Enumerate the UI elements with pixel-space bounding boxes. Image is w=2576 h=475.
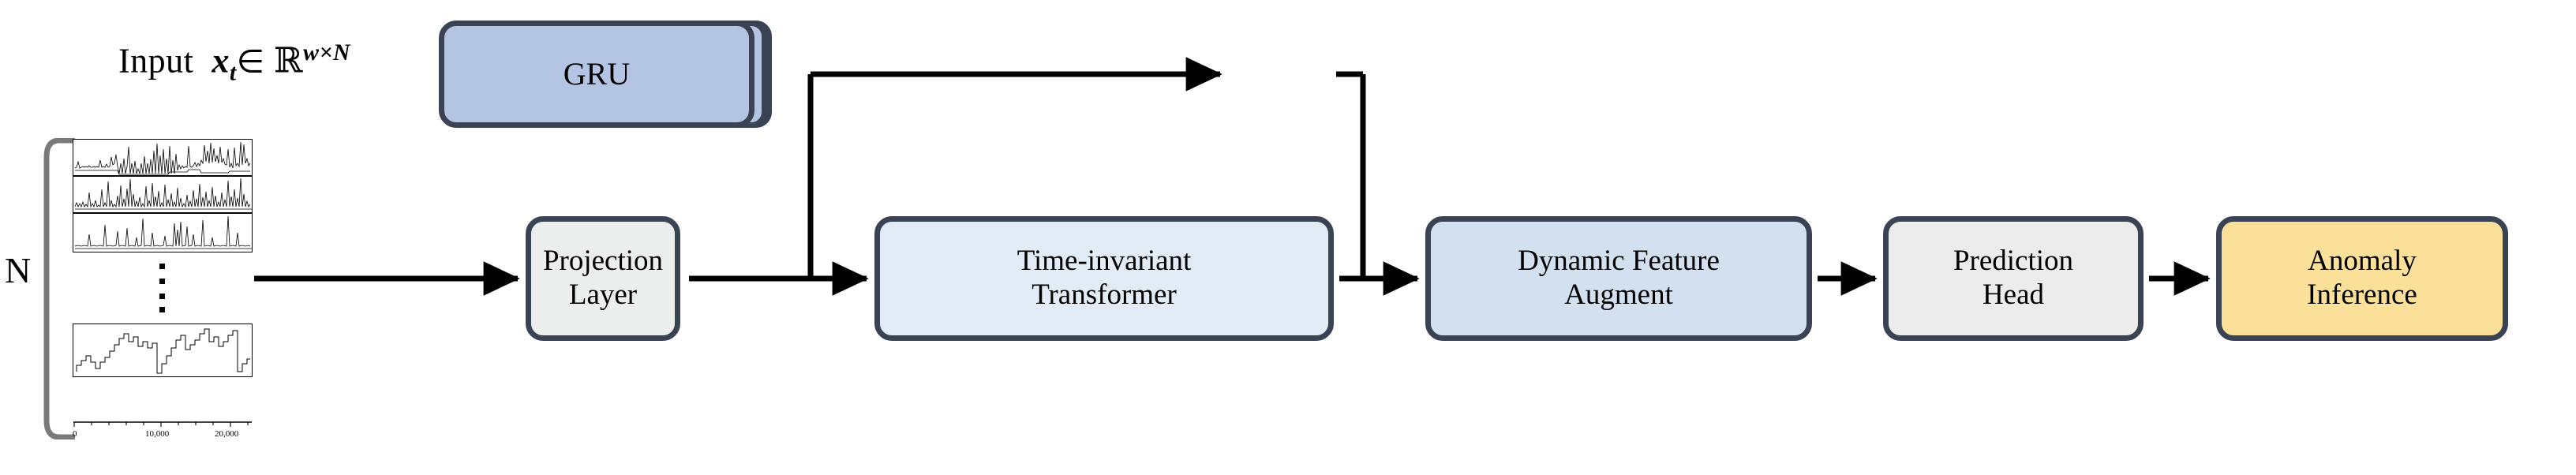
node-dynamic-feature-augment[interactable]: Dynamic Feature Augment xyxy=(1425,216,1812,341)
element-of-icon: ∈ xyxy=(236,42,265,80)
node-projection-label-line2: Layer xyxy=(568,279,638,311)
input-xaxis xyxy=(73,421,252,427)
input-series-panel xyxy=(73,139,253,439)
node-gru-label: GRU xyxy=(563,55,631,92)
node-dynamic-label-line1: Dynamic Feature xyxy=(1518,245,1720,278)
node-transformer-label-line1: Time-invariant xyxy=(1017,245,1192,278)
input-subscript: t xyxy=(229,59,237,86)
input-xaxis-ticklabels: 0 10,000 20,000 xyxy=(68,429,265,445)
series-plot-n xyxy=(73,324,253,377)
input-dimension-label: N xyxy=(5,250,32,290)
node-anomaly-label-line1: Anomaly xyxy=(2308,245,2417,278)
input-variable: x xyxy=(212,41,230,80)
node-time-invariant-transformer[interactable]: Time-invariant Transformer xyxy=(874,216,1334,341)
series-plot-3 xyxy=(73,213,253,252)
xtick-label-0: 0 xyxy=(73,429,77,439)
node-projection-layer[interactable]: Projection Layer xyxy=(526,216,680,341)
series-plot-1 xyxy=(73,139,253,176)
series-ellipsis-icon xyxy=(159,264,165,312)
node-anomaly-label-line2: Inference xyxy=(2307,279,2417,311)
input-prefix: Input xyxy=(118,41,194,80)
node-projection-label-line1: Projection xyxy=(542,245,664,278)
node-prediction-label-line1: Prediction xyxy=(1953,245,2074,278)
node-transformer-label-line2: Transformer xyxy=(1032,279,1177,311)
node-prediction-label-line2: Head xyxy=(1982,279,2045,311)
node-anomaly-inference[interactable]: Anomaly Inference xyxy=(2216,216,2508,341)
xtick-label-20000: 20,000 xyxy=(215,429,239,439)
node-prediction-head[interactable]: Prediction Head xyxy=(1883,216,2144,341)
xtick-label-10000: 10,000 xyxy=(145,429,170,439)
real-set-icon: ℝ xyxy=(273,40,304,81)
input-formula-label: Input xt∈ ℝw×N xyxy=(118,39,350,86)
node-gru[interactable]: GRU xyxy=(439,21,754,128)
input-superscript: w×N xyxy=(303,39,351,65)
input-bracket-icon xyxy=(43,138,75,439)
series-plot-2 xyxy=(73,176,253,213)
node-dynamic-label-line2: Augment xyxy=(1564,279,1673,311)
